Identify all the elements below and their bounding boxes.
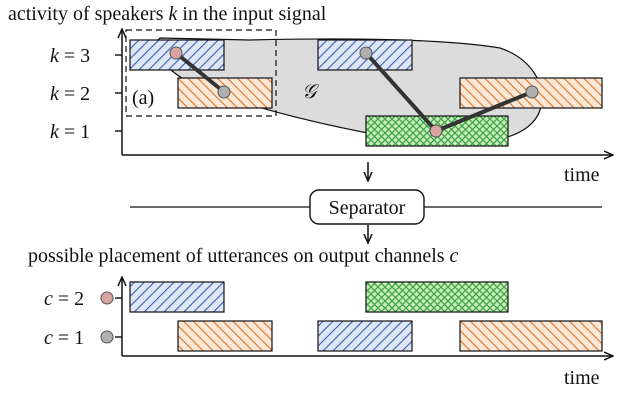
top-ylabel-k3: k = 3 (50, 45, 90, 67)
separator-block (309, 189, 425, 225)
graph-edge (174, 51, 226, 94)
channel1-utterance-c (459, 320, 603, 352)
graph-label: 𝒢 (302, 81, 320, 103)
top-title: activity of speakers k in the input sign… (8, 3, 327, 25)
graph-node-red (429, 124, 443, 138)
channel2-utterance-a (129, 281, 225, 313)
separator-label: Separator (329, 197, 406, 219)
bottom-title: possible placement of utterances on outp… (28, 245, 459, 267)
top-xlabel-time: time (564, 164, 600, 186)
graph-node-gray (217, 85, 231, 99)
graph-edge (364, 51, 438, 133)
subset-box-a (125, 29, 277, 117)
channel2-utterance-b (365, 281, 509, 313)
channel-node-red (100, 291, 114, 305)
top-ylabel-k1: k = 1 (50, 121, 90, 143)
bottom-ylabel-c1: c = 1 (44, 327, 84, 349)
graph-edge (435, 90, 533, 133)
box-label: (a) (132, 87, 154, 109)
top-ylabel-k2: k = 2 (50, 83, 90, 105)
graph-node-gray (359, 46, 373, 60)
bottom-ylabel-c2: c = 2 (44, 288, 84, 310)
graph-node-gray (525, 85, 539, 99)
channel1-utterance-b (317, 320, 413, 352)
channel-node-gray (100, 330, 114, 344)
bottom-xlabel-time: time (564, 367, 600, 389)
channel1-utterance-a (177, 320, 273, 352)
graph-node-red (169, 46, 183, 60)
